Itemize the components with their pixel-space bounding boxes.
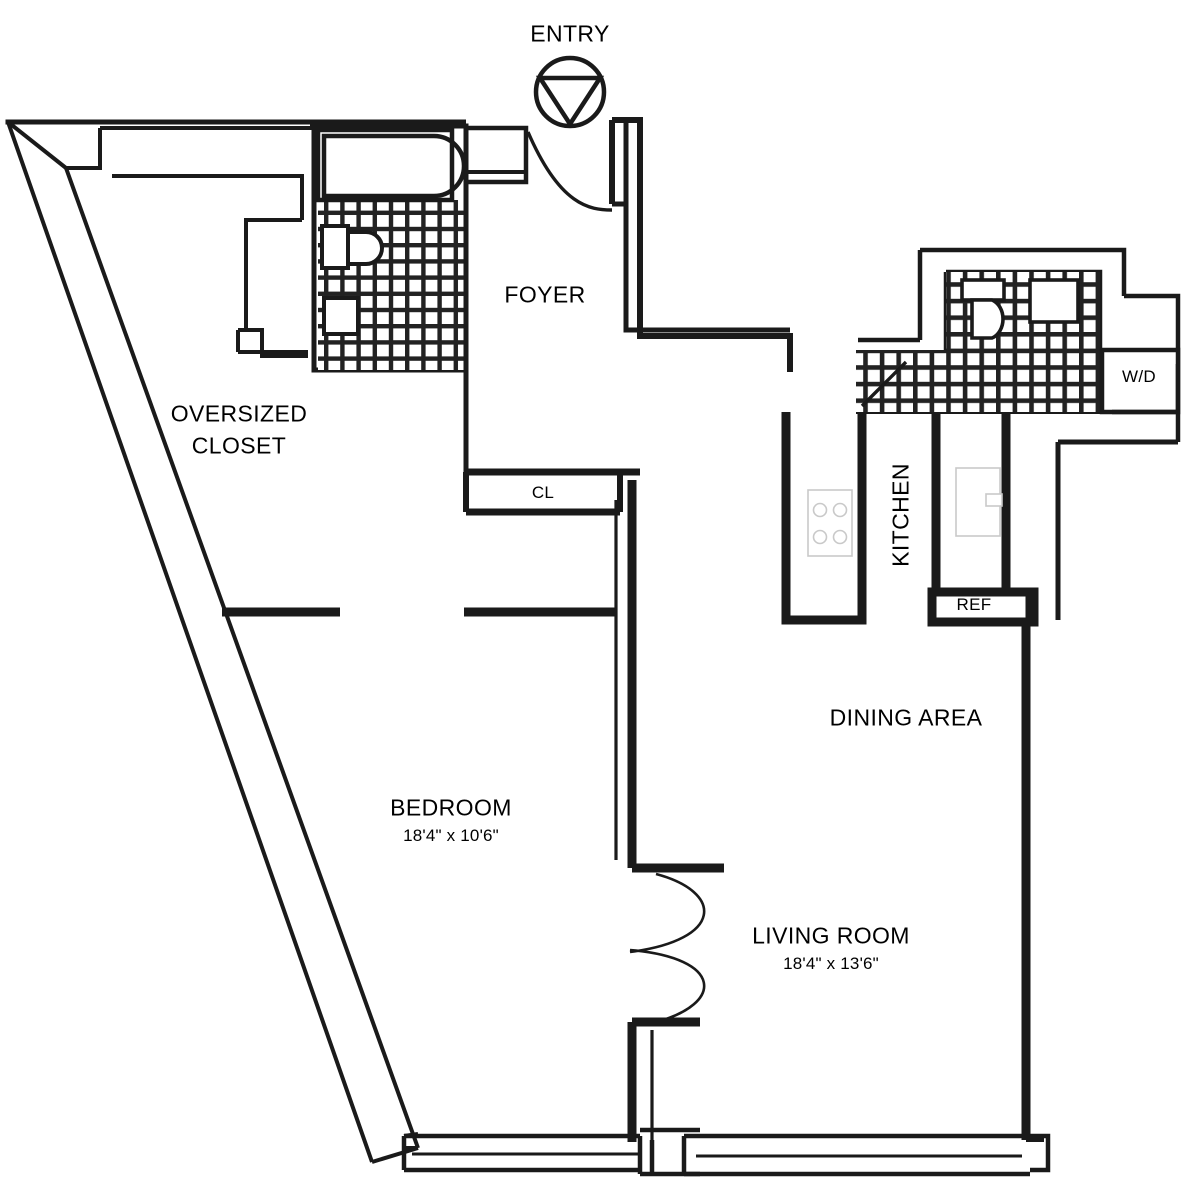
label-bedroom: BEDROOM bbox=[390, 794, 512, 821]
label-closet-cl: CL bbox=[531, 482, 555, 502]
label-living-room-dimensions: 18'4" x 13'6" bbox=[783, 953, 879, 973]
outer-walls bbox=[5, 117, 1181, 1177]
label-entry: ENTRY bbox=[530, 20, 610, 47]
label-dining-area: DINING AREA bbox=[829, 704, 983, 731]
label-washer-dryer: W/D bbox=[1122, 366, 1156, 386]
label-living-room: LIVING ROOM bbox=[752, 922, 910, 949]
label-oversized-closet-line1: OVERSIZED bbox=[170, 400, 308, 427]
label-refrigerator: REF bbox=[956, 594, 992, 614]
label-oversized-closet-line2: CLOSET bbox=[191, 432, 287, 459]
label-foyer: FOYER bbox=[504, 281, 586, 308]
entry-marker-icon bbox=[533, 55, 607, 129]
label-bedroom-dimensions: 18'4" x 10'6" bbox=[403, 825, 499, 845]
label-kitchen: KITCHEN bbox=[887, 463, 914, 567]
